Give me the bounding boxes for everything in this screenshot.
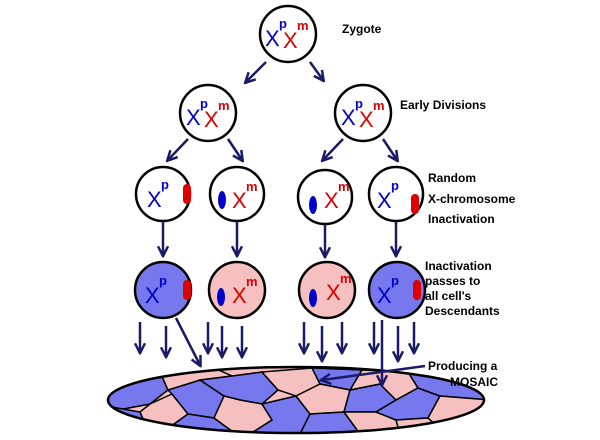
arrow-down-icon	[168, 138, 189, 160]
maternal-sup-label: m	[246, 179, 258, 194]
maternal-x-label: X	[232, 188, 247, 213]
paternal-x-label: X	[147, 187, 162, 212]
random-cell-2: X m	[208, 165, 266, 223]
descendant-cell-1: X p	[133, 260, 193, 320]
random-cell-4: X p	[367, 165, 425, 223]
arrow-down-icon	[226, 138, 242, 160]
maternal-sup-label: m	[373, 98, 385, 113]
arrow-down-icon	[381, 138, 397, 160]
paternal-sup-label: p	[159, 273, 167, 288]
passes-label-line-4: Descendants	[425, 304, 500, 318]
early-divisions-label: Early Divisions	[400, 98, 486, 112]
maternal-x-label: X	[204, 107, 219, 132]
barr-body-icon	[217, 288, 225, 306]
passes-label-line-2: passes to	[425, 274, 480, 288]
arrow-down-icon	[308, 61, 323, 80]
paternal-x-label: X	[186, 105, 201, 130]
barr-body-icon	[413, 280, 421, 300]
random-label-line-3: Inactivation	[428, 212, 495, 226]
barr-body-icon	[183, 280, 191, 300]
paternal-sup-label: p	[391, 273, 399, 288]
barr-body-icon	[309, 289, 317, 307]
maternal-x-label: X	[359, 107, 374, 132]
mosaic-label-line-2: MOSAIC	[450, 375, 498, 389]
paternal-sup-label: p	[161, 177, 169, 192]
maternal-x-label: X	[326, 280, 341, 305]
paternal-x-label: X	[341, 105, 356, 130]
mosaic-tissue	[106, 365, 486, 435]
paternal-x-label: X	[145, 283, 160, 308]
zygote-label: Zygote	[342, 22, 382, 36]
barr-body-icon	[218, 191, 226, 209]
mosaic-label-line-1: Producing a	[428, 359, 498, 373]
barr-body-icon	[183, 184, 191, 204]
mosaic-pointer-arrow-icon	[322, 364, 426, 380]
paternal-sup-label: p	[391, 178, 399, 193]
paternal-sup-label: p	[279, 16, 287, 31]
maternal-sup-label: m	[340, 271, 352, 286]
arrow-down-icon	[323, 138, 344, 160]
maternal-sup-label: m	[297, 18, 309, 33]
maternal-sup-label: m	[246, 274, 258, 289]
arrow-down-icon	[246, 61, 267, 82]
passes-label-line-3: all cell's	[425, 289, 472, 303]
descendant-cell-2: X m	[207, 260, 267, 320]
descendant-cell-4: X p	[367, 260, 427, 320]
zygote-cell: X p X m	[258, 4, 318, 64]
random-label-line-1: Random	[428, 171, 476, 185]
passes-label-line-1: Inactivation	[425, 259, 492, 273]
maternal-sup-label: m	[218, 98, 230, 113]
paternal-sup-label: p	[355, 96, 363, 111]
paternal-x-label: X	[265, 26, 280, 51]
barr-body-icon	[411, 194, 419, 214]
paternal-sup-label: p	[200, 96, 208, 111]
random-cell-1: X p	[134, 165, 192, 223]
paternal-x-label: X	[377, 283, 392, 308]
maternal-x-label: X	[232, 283, 247, 308]
random-label-line-2: X-chromosome	[428, 192, 516, 206]
maternal-sup-label: m	[338, 179, 350, 194]
random-cell-3: X m	[296, 168, 354, 226]
early-division-cell-right: X p X m	[333, 83, 393, 143]
maternal-x-label: X	[324, 188, 339, 213]
maternal-x-label: X	[283, 28, 298, 53]
paternal-x-label: X	[377, 188, 392, 213]
early-division-cell-left: X p X m	[178, 83, 238, 143]
descendant-cell-3: X m	[297, 260, 357, 320]
barr-body-icon	[309, 196, 317, 214]
arrow-down-icon	[174, 317, 200, 365]
